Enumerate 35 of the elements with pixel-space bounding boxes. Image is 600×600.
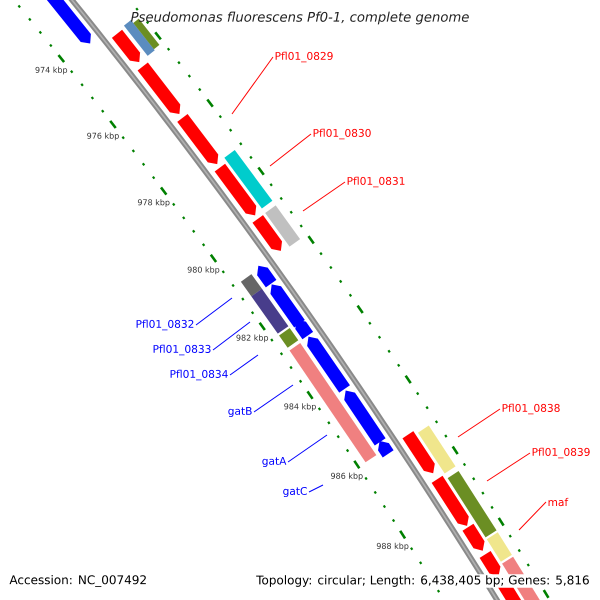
gene-label: gatB	[228, 407, 252, 417]
leader-line	[486, 452, 530, 482]
gene-label: Pfl01_0831	[348, 176, 404, 188]
gene-label: Pfl01_0839	[532, 448, 590, 458]
gene-label: maf	[548, 498, 568, 506]
leader-line	[270, 134, 312, 166]
leader-line	[458, 408, 500, 438]
gene-label: gatC	[283, 486, 307, 498]
scale-label: 984 kbp	[283, 402, 317, 412]
scale-label: 980 kbp	[186, 266, 220, 275]
summary-text: Topology: circular; Length: 6,438,405 bp; Genes: 5,816	[255, 574, 591, 588]
gene-label: Pfl01_0833	[154, 344, 211, 356]
scale-label: 988 kbp	[376, 542, 410, 552]
scale-label: 974 kbp	[34, 66, 68, 76]
scale-label: 982 kbp	[235, 334, 270, 343]
leader-line	[302, 182, 346, 212]
leader-line	[308, 484, 324, 492]
accession-text: Accession: NC_007492	[8, 574, 148, 588]
scale-label: 976 kbp	[86, 132, 120, 141]
scale-label: 986 kbp	[330, 472, 364, 481]
gene-label: Pfl01_0829	[276, 52, 333, 62]
title: Pseudomonas fluorescens Pf0-1, complete genome	[130, 12, 469, 24]
gene-label: Pfl01_0832	[136, 320, 194, 330]
leader-line	[232, 56, 274, 114]
leader-line	[288, 434, 328, 462]
leader-line	[212, 322, 250, 350]
gene-label: Pfl01_0830	[314, 128, 371, 140]
leader-line	[254, 384, 294, 412]
leader-line	[230, 354, 258, 376]
leader-line	[196, 298, 232, 326]
gene-label: gatA	[262, 457, 286, 467]
scale-label: 978 kbp	[136, 198, 171, 208]
gene-label: Pfl01_0838	[502, 404, 560, 414]
gene-label: Pfl01_0834	[170, 370, 228, 380]
leader-line	[518, 502, 546, 530]
